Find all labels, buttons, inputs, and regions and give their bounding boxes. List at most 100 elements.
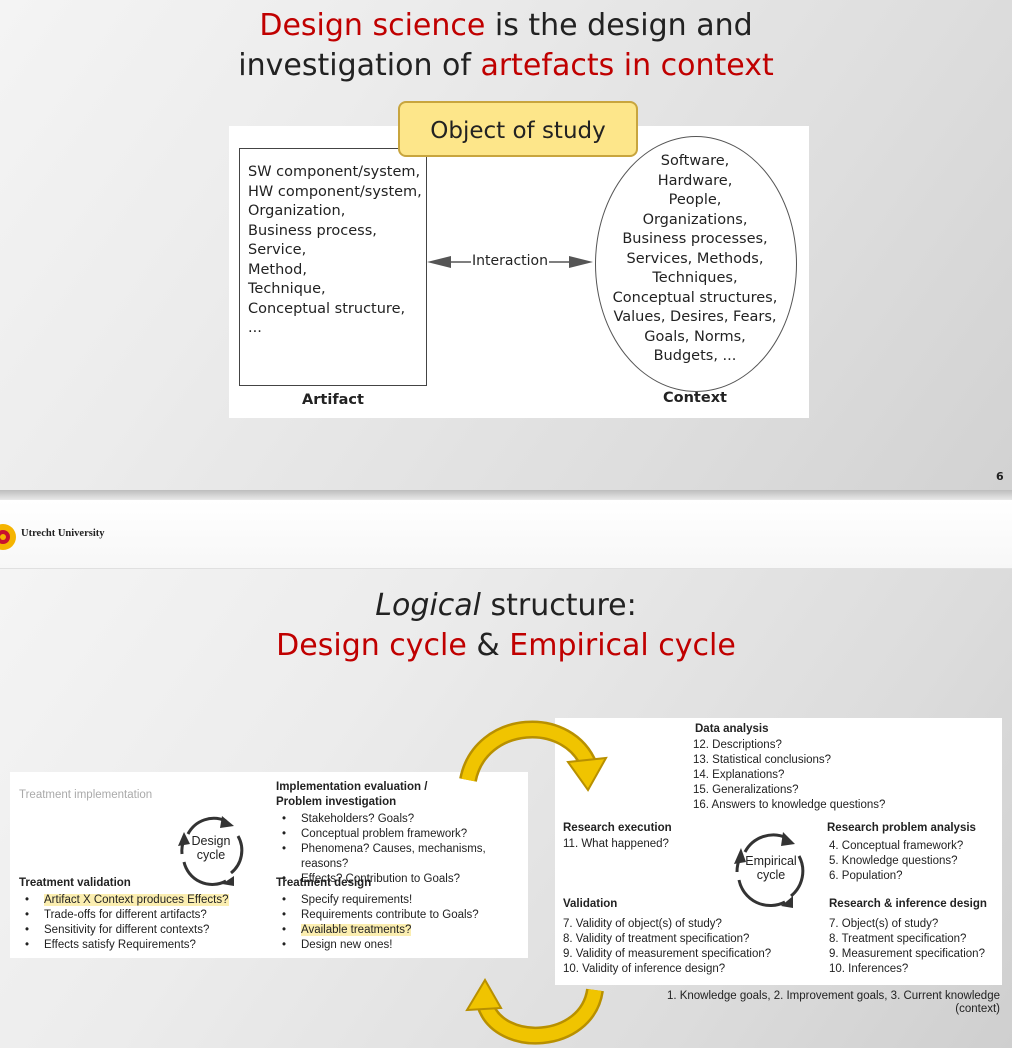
treatment-validation-title: Treatment validation (19, 877, 131, 889)
context-item: Values, Desires, Fears, (613, 309, 777, 325)
inference-design-item: 10. Inferences? (829, 963, 909, 975)
context-item: Techniques, (652, 270, 738, 286)
artifact-item: HW component/system, (248, 183, 422, 200)
context-ellipse (595, 136, 797, 392)
title-design-cycle: Design cycle (276, 628, 467, 663)
research-problem-list: 4. Conceptual framework? 5. Knowledge que… (829, 839, 963, 884)
validation-item: 8. Validity of treatment specification? (563, 933, 750, 945)
data-analysis-list: 12. Descriptions? 13. Statistical conclus… (693, 738, 885, 813)
data-analysis-item: 12. Descriptions? (693, 739, 782, 751)
empirical-cycle-circle (734, 832, 805, 908)
empirical-cycle-label-2: cycle (756, 868, 786, 882)
treatment-design-item: Specify requirements! (276, 893, 479, 908)
footnote: 1. Knowledge goals, 2. Improvement goals… (600, 990, 1000, 1016)
data-analysis-item: 16. Answers to knowledge questions? (693, 799, 886, 811)
inference-design-title: Research & inference design (829, 898, 987, 910)
context-item: Budgets, ... (653, 348, 737, 364)
artifact-item: Service, (248, 242, 307, 258)
inference-design-item: 7. Object(s) of study? (829, 918, 939, 930)
validation-item: 7. Validity of object(s) of study? (563, 918, 722, 930)
treatment-validation-item: Effects satisfy Requirements? (19, 938, 229, 953)
title-start-2: investigation of (238, 48, 481, 83)
interaction-arrow (427, 256, 593, 268)
slide-design-science: Design science is the design and investi… (0, 0, 1012, 490)
design-cycle-label-2: cycle (196, 848, 226, 862)
context-label: Context (663, 390, 727, 406)
university-sun-logo-icon (0, 524, 16, 550)
title-empirical-cycle: Empirical cycle (509, 628, 736, 663)
context-item: Goals, Norms, (644, 328, 746, 345)
validation-item: 10. Validity of inference design? (563, 963, 726, 975)
context-list: Software, Hardware, People, Organizations, B… (595, 152, 795, 367)
artifact-item: Conceptual structure, (248, 300, 406, 317)
page-number: 6 (996, 470, 1004, 483)
artifact-label: Artifact (302, 392, 364, 408)
research-execution-item: 11. What happened? (563, 838, 669, 850)
university-name: Utrecht University (21, 528, 105, 539)
data-analysis-item: 14. Explanations? (693, 769, 785, 781)
treatment-validation-item: Sensitivity for different contexts? (19, 923, 229, 938)
artifact-box: SW component/system, HW component/system,… (239, 148, 427, 386)
inference-design-list: 7. Object(s) of study? 8. Treatment speci… (829, 917, 985, 977)
impl-eval-title-2: Problem investigation (276, 796, 397, 808)
data-analysis-item: 13. Statistical conclusions? (693, 754, 832, 766)
title-rest-1: is the design and (485, 8, 753, 43)
artifact-item: Business process, (248, 222, 377, 239)
empirical-cycle-label: Empirical cycle (741, 854, 801, 882)
context-item: People, (668, 192, 722, 208)
slide-logical-structure: Utrecht University Logical structure: De… (0, 500, 1012, 1048)
artifact-item: Method, (248, 261, 307, 278)
object-of-study-panel: SW component/system, HW component/system,… (229, 126, 809, 418)
impl-eval-item: Phenomena? Causes, mechanisms, reasons? (276, 842, 528, 872)
context-item: Business processes, (622, 231, 768, 247)
inference-design-item: 8. Treatment specification? (829, 933, 967, 945)
context-item: Services, Methods, (626, 250, 764, 267)
header-bar: Utrecht University (0, 500, 1012, 569)
artifact-list: SW component/system, HW component/system,… (248, 163, 422, 339)
treatment-design-item: Design new ones! (276, 938, 479, 953)
title-red-1: Design science (259, 8, 486, 43)
inference-design-item: 9. Measurement specification? (829, 948, 985, 960)
title-amp: & (466, 628, 510, 663)
object-of-study-label: Object of study (398, 101, 638, 157)
impl-eval-title: Implementation evaluation / Problem inve… (276, 780, 427, 810)
title-italic: Logical (375, 588, 481, 623)
impl-eval-title-1: Implementation evaluation / (276, 781, 428, 793)
data-analysis-title: Data analysis (695, 723, 769, 735)
research-problem-item: 4. Conceptual framework? (829, 840, 964, 852)
validation-title: Validation (563, 898, 618, 910)
treatment-validation-item-highlight: Artifact X Context produces Effects? (44, 894, 229, 906)
footnote-1: 1. Knowledge goals, 2. Improvement goals… (666, 990, 1000, 1002)
context-item: Organizations, (642, 211, 748, 228)
research-problem-item: 5. Knowledge questions? (829, 855, 958, 867)
impl-eval-item: Conceptual problem framework? (276, 827, 528, 842)
treatment-validation-list: Artifact X Context produces Effects? Trad… (19, 893, 229, 953)
treatment-design-title: Treatment design (276, 877, 372, 889)
design-cycle-label-1: Design (191, 834, 231, 848)
context-item: Hardware, (657, 172, 733, 189)
validation-item: 9. Validity of measurement specification… (563, 948, 772, 960)
footnote-2: (context) (955, 1003, 1000, 1015)
slide-title: Logical structure: Design cycle & Empiri… (0, 586, 1012, 666)
context-item: Software, (660, 153, 730, 169)
title-red-2: artefacts in context (480, 48, 774, 83)
top-curved-arrow-icon (459, 720, 608, 792)
treatment-design-item: Requirements contribute to Goals? (276, 908, 479, 923)
design-cycle-label: Design cycle (187, 834, 235, 862)
design-cycle-circle (178, 816, 244, 886)
research-execution-list: 11. What happened? (563, 837, 669, 852)
validation-list: 7. Validity of object(s) of study? 8. Val… (563, 917, 771, 977)
research-problem-title: Research problem analysis (827, 822, 976, 834)
research-problem-item: 6. Population? (829, 870, 903, 882)
treatment-validation-item: Trade-offs for different artifacts? (19, 908, 229, 923)
empirical-cycle-label-1: Empirical (745, 854, 797, 868)
design-cycle-panel: Treatment implementation Implementation … (10, 772, 528, 958)
slide-separator (0, 490, 1012, 500)
bottom-curved-arrow-icon (465, 978, 604, 1045)
impl-eval-list: Stakeholders? Goals?Conceptual problem f… (276, 812, 528, 887)
data-analysis-item: 15. Generalizations? (693, 784, 799, 796)
treatment-design-item-highlight: Available treatments? (301, 924, 412, 936)
artifact-item: SW component/system, (248, 164, 421, 180)
context-item: Conceptual structures, (612, 289, 778, 306)
empirical-cycle-panel: Data analysis 12. Descriptions? 13. Stati… (555, 718, 1002, 985)
